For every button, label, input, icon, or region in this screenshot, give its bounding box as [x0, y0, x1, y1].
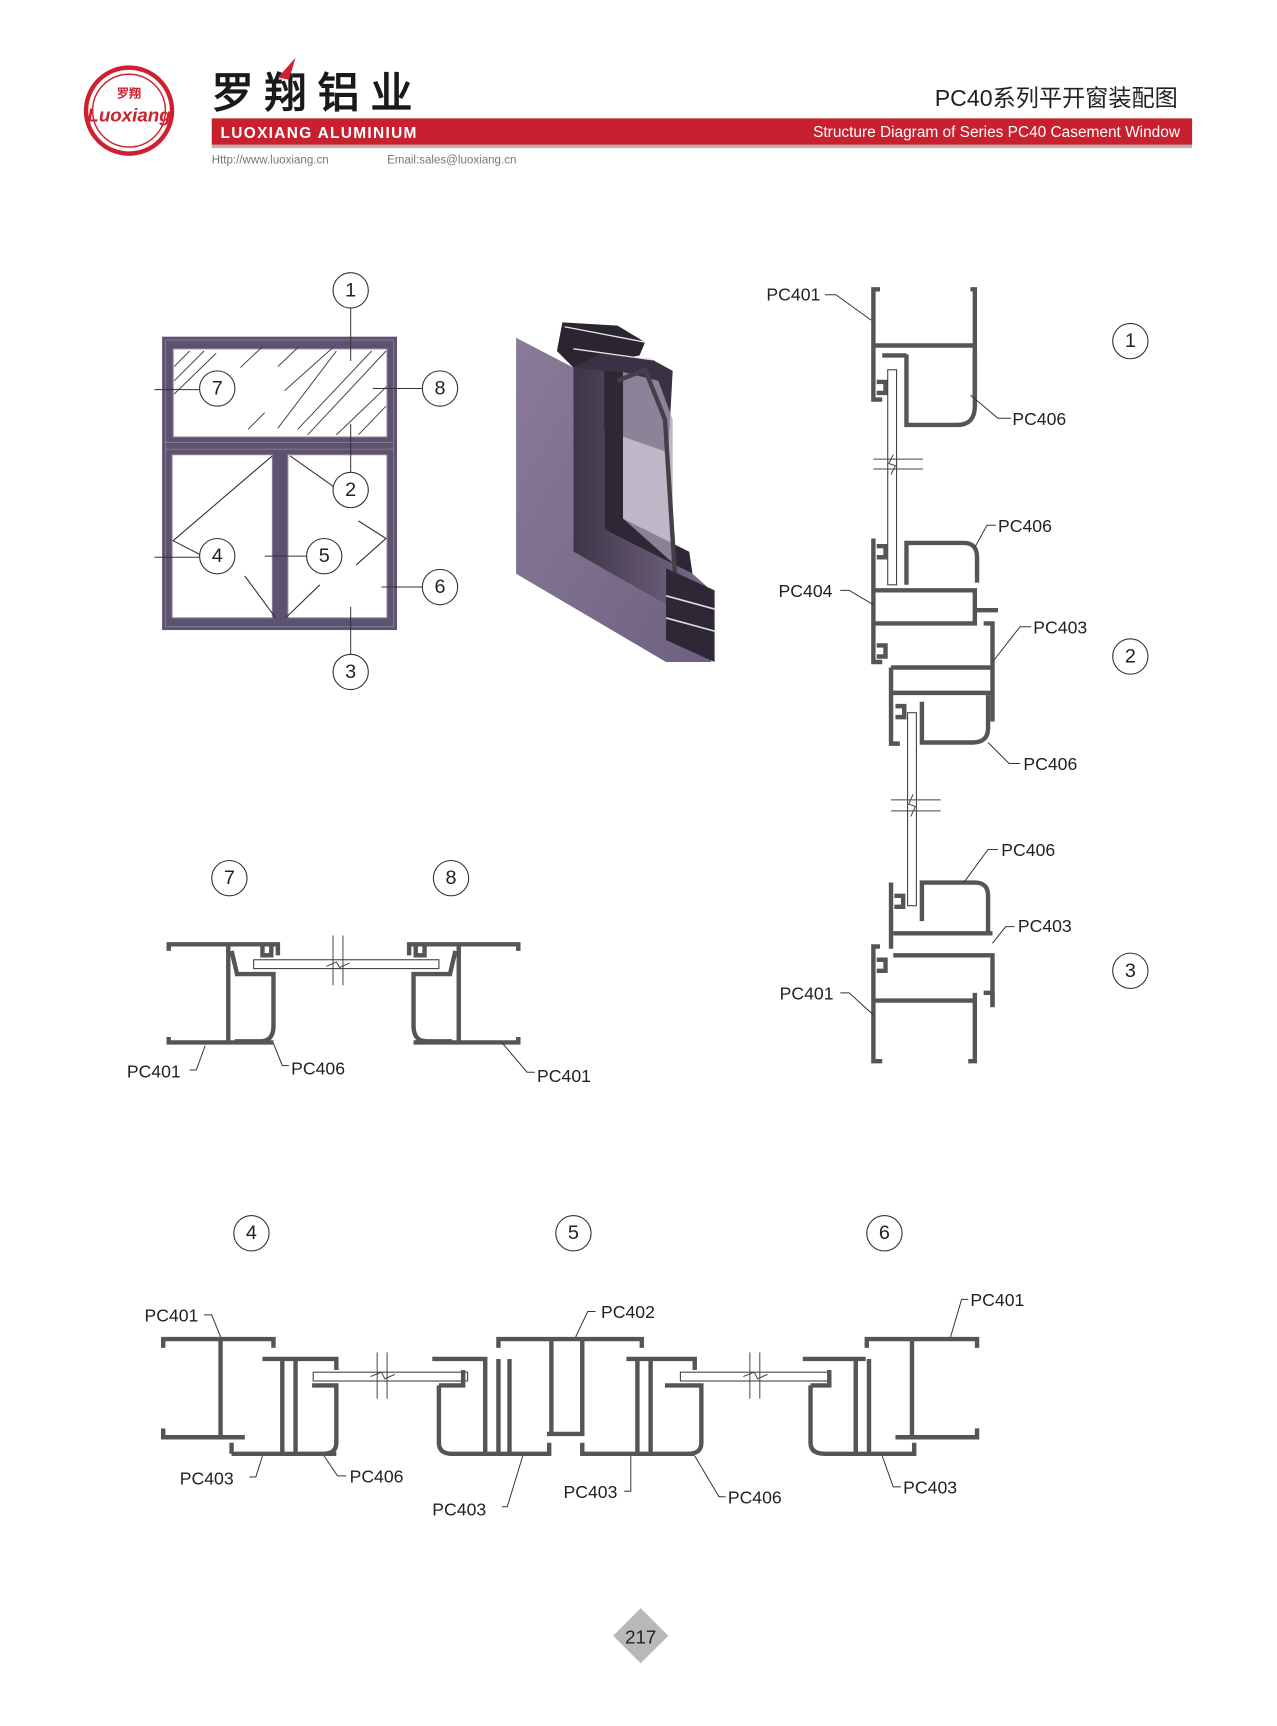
glass-hatch [173, 345, 388, 436]
label-pc401-s4: PC401 [144, 1305, 198, 1325]
section-callout-3: 3 [1112, 952, 1149, 989]
label-pc406-s3: PC406 [1001, 840, 1055, 860]
glass-pane-upper [887, 369, 898, 586]
label-pc406-s1: PC406 [1012, 409, 1066, 429]
opening-direction-lines [172, 455, 387, 619]
label-pc402: PC402 [601, 1302, 655, 1322]
website-link[interactable]: Http://www.luoxiang.cn [212, 155, 329, 167]
label-pc406-s2-bottom: PC406 [1023, 754, 1077, 774]
header-bar [211, 118, 1193, 145]
label-pc401-head: PC401 [766, 284, 820, 304]
label-pc406-s4: PC406 [350, 1466, 404, 1486]
glass-pane-lower [907, 712, 917, 907]
svg-text:6: 6 [879, 1222, 890, 1244]
label-pc406-s2-top: PC406 [998, 516, 1052, 536]
svg-text:3: 3 [1125, 960, 1136, 982]
company-name-cn: 罗翔铝业 [212, 69, 424, 116]
page-number: 217 [625, 1626, 656, 1647]
window-elevation: 1 2 3 4 5 6 7 8 [154, 272, 459, 691]
horizontal-section-4-5-6: 4 5 6 [144, 1215, 1024, 1520]
page-number-badge: 217 [613, 1608, 669, 1664]
svg-text:7: 7 [212, 378, 223, 400]
svg-text:4: 4 [246, 1222, 257, 1244]
label-pc406-s7: PC406 [291, 1058, 345, 1078]
svg-text:2: 2 [345, 479, 356, 501]
section-callout-7: 7 [211, 859, 248, 897]
label-pc401-s6: PC401 [970, 1290, 1024, 1310]
label-pc403-s2: PC403 [1033, 617, 1087, 637]
svg-text:3: 3 [345, 661, 356, 683]
elevation-callout-5: 5 [306, 537, 343, 575]
company-name-en: LUOXIANG ALUMINIUM [221, 125, 418, 142]
elevation-callout-1: 1 [332, 272, 369, 309]
section-callout-5: 5 [555, 1215, 592, 1252]
svg-text:1: 1 [1125, 330, 1136, 352]
svg-text:8: 8 [446, 867, 457, 889]
label-pc403-s5-right: PC403 [564, 1482, 618, 1502]
svg-text:5: 5 [568, 1222, 579, 1244]
svg-text:5: 5 [319, 545, 330, 567]
section-callout-2: 2 [1112, 638, 1149, 675]
label-pc401-s8: PC401 [537, 1066, 591, 1086]
svg-text:8: 8 [434, 378, 445, 400]
page-title-cn: PC40系列平开窗装配图 [935, 85, 1178, 111]
section-callout-4: 4 [233, 1215, 270, 1252]
label-pc401-sill: PC401 [780, 983, 834, 1003]
elevation-callout-6: 6 [421, 568, 459, 606]
section-callout-1: 1 [1112, 322, 1149, 360]
elevation-callout-4: 4 [199, 537, 236, 575]
section-callout-8: 8 [432, 859, 470, 897]
page-title-en: Structure Diagram of Series PC40 Casemen… [813, 124, 1181, 141]
label-pc403-s6: PC403 [903, 1477, 957, 1497]
profile-3d-render [516, 322, 715, 663]
svg-text:6: 6 [434, 576, 445, 598]
company-logo: 罗翔 Luoxiang [83, 65, 175, 156]
logo-script: Luoxiang [87, 105, 171, 126]
horizontal-section-7-8: 7 8 PC401 PC406 PC401 [127, 859, 591, 1086]
elevation-callout-2: 2 [332, 471, 369, 509]
label-pc404: PC404 [779, 581, 833, 601]
section-callout-6: 6 [866, 1215, 903, 1252]
header-bar-shadow [211, 144, 1193, 149]
header: 罗翔 Luoxiang 罗翔铝业 PC40系列平开窗装配图 LUOXIANG A… [83, 57, 1193, 167]
logo-chinese: 罗翔 [117, 85, 141, 100]
logo-accent-icon [277, 57, 296, 80]
label-pc401-s7: PC401 [127, 1062, 181, 1082]
label-pc406-s5: PC406 [728, 1487, 782, 1507]
label-pc403-s3: PC403 [1018, 916, 1072, 936]
email-link[interactable]: Email:sales@luoxiang.cn [387, 155, 516, 167]
svg-text:4: 4 [212, 545, 223, 567]
label-pc403-s4: PC403 [180, 1469, 234, 1489]
svg-text:7: 7 [224, 867, 235, 889]
label-pc403-s5-left: PC403 [432, 1500, 486, 1520]
svg-text:1: 1 [345, 279, 356, 301]
vertical-section: PC401 PC406 PC406 PC404 PC403 PC406 PC40… [766, 284, 1149, 1064]
elevation-callout-7: 7 [199, 370, 236, 407]
elevation-callout-3: 3 [332, 653, 369, 691]
svg-text:2: 2 [1125, 645, 1136, 667]
elevation-callout-8: 8 [421, 370, 459, 407]
